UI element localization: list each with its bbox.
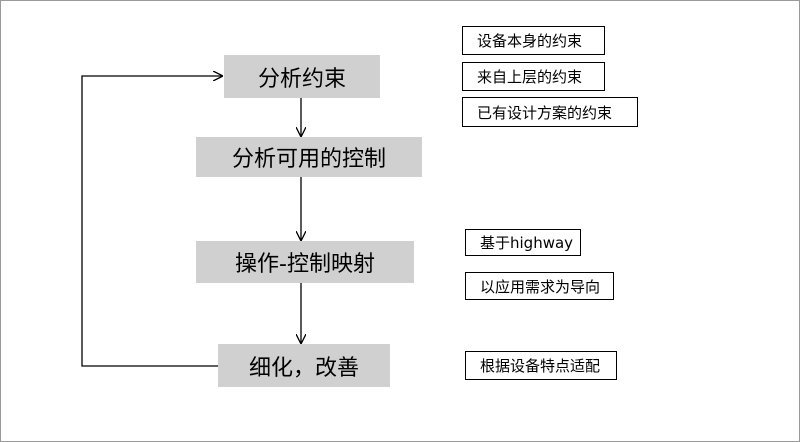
note-label: 已有设计方案的约束: [477, 103, 613, 122]
step-analyze-constraints: 分析约束: [224, 55, 380, 98]
step-label: 分析约束: [257, 66, 346, 92]
step-label: 分析可用的控制: [231, 147, 386, 172]
step-analyze-available-controls: 分析可用的控制: [196, 137, 422, 177]
feedback-loop-arrow: [81, 76, 222, 367]
note-device-adaptation: 根据设备特点适配: [465, 351, 617, 380]
note-based-on-highway: 基于highway: [465, 229, 581, 256]
note-application-driven: 以应用需求为导向: [465, 272, 614, 300]
note-existing-design-constraints: 已有设计方案的约束: [462, 97, 638, 127]
note-upper-layer-constraints: 来自上层的约束: [462, 62, 605, 91]
note-label: 根据设备特点适配: [480, 357, 601, 375]
step-label: 细化，改善: [248, 355, 359, 381]
note-label: 基于highway: [480, 234, 574, 252]
step-label: 操作-控制映射: [235, 252, 375, 277]
step-operation-control-mapping: 操作-控制映射: [196, 241, 414, 283]
note-device-constraints: 设备本身的约束: [462, 26, 605, 55]
step-refine-improve: 细化，改善: [218, 344, 390, 387]
note-label: 以应用需求为导向: [480, 277, 601, 296]
note-label: 来自上层的约束: [477, 68, 583, 86]
note-label: 设备本身的约束: [477, 32, 583, 50]
